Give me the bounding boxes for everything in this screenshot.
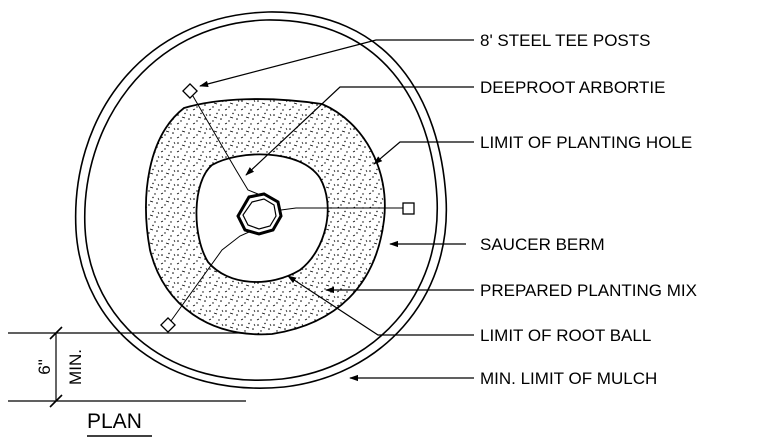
steel-post-lower [160, 317, 176, 333]
label-planting-hole: LIMIT OF PLANTING HOLE [480, 133, 692, 152]
label-steel-tee-posts: 8' STEEL TEE POSTS [480, 31, 650, 50]
label-mulch: MIN. LIMIT OF MULCH [480, 369, 657, 388]
leader-arbortie [245, 86, 474, 176]
mulch-limit-outline [74, 11, 448, 389]
arbortie-upper [189, 90, 259, 195]
saucer-berm-outline [84, 19, 438, 381]
dimension-qualifier: MIN. [66, 349, 85, 385]
steel-post-right [402, 202, 415, 215]
leader-planting-hole [373, 141, 474, 165]
label-saucer-berm: SAUCER BERM [480, 235, 605, 254]
steel-post-upper [182, 83, 198, 99]
arbortie-right [280, 207, 408, 211]
leader-root-ball [287, 275, 474, 336]
leader-steel-posts [199, 39, 474, 87]
label-planting-mix: PREPARED PLANTING MIX [480, 281, 697, 300]
arbortie-lower [167, 231, 250, 326]
dimension-value: 6" [35, 359, 54, 375]
tree-trunk [236, 192, 283, 236]
label-arbortie: DEEPROOT ARBORTIE [480, 78, 665, 97]
label-root-ball: LIMIT OF ROOT BALL [480, 326, 651, 345]
view-title: PLAN [87, 410, 142, 433]
